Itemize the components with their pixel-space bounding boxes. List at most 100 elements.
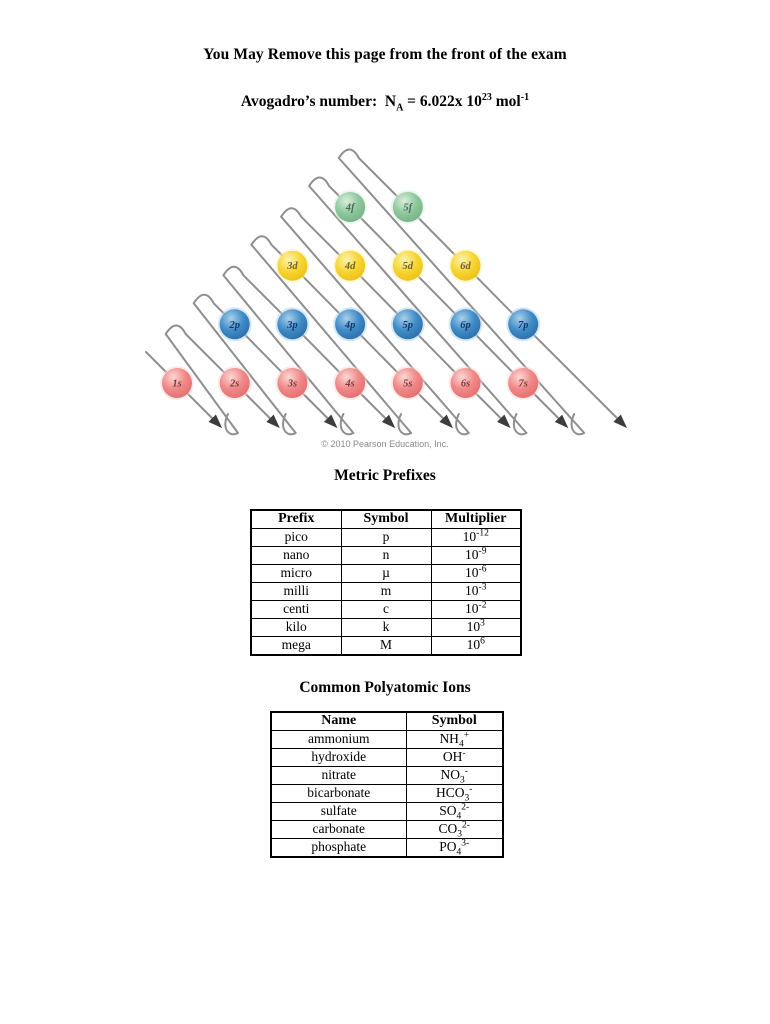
cell-ion-name: ammonium bbox=[270, 730, 407, 749]
orbital-ball bbox=[335, 250, 366, 281]
page-title: You May Remove this page from the front … bbox=[203, 46, 567, 63]
cell-ion-name: bicarbonate bbox=[270, 784, 407, 803]
cell-symbol: µ bbox=[340, 564, 432, 583]
column-header-name: Name bbox=[270, 711, 407, 731]
orbital-3d: 3d bbox=[275, 248, 310, 283]
orbital-label: 6s bbox=[461, 379, 470, 390]
orbital-ball bbox=[219, 368, 250, 398]
orbital-4s: 4s bbox=[333, 366, 368, 400]
orbital-3p: 3p bbox=[275, 307, 310, 342]
cell-ion-name: sulfate bbox=[270, 802, 407, 821]
orbital-ball bbox=[450, 309, 481, 340]
filling-order-arrow bbox=[222, 265, 396, 436]
orbital-label: 3s bbox=[287, 379, 297, 390]
cell-ion-name: carbonate bbox=[270, 820, 407, 839]
copyright-credit: © 2010 Pearson Education, Inc. bbox=[321, 439, 449, 449]
orbital-label: 6p bbox=[460, 320, 471, 331]
avogadro-number-line: Avogadro’s number: NA = 6.022x 1023 mol-… bbox=[240, 92, 530, 114]
orbital-ball bbox=[335, 368, 366, 398]
orbital-5f: 5f bbox=[390, 190, 425, 224]
cell-ion-name: hydroxide bbox=[270, 748, 407, 767]
orbital-label: 4d bbox=[344, 261, 356, 272]
orbital-label: 6d bbox=[460, 261, 471, 272]
orbital-4d: 4d bbox=[333, 248, 368, 283]
orbital-4p: 4p bbox=[333, 307, 368, 342]
cell-ion-symbol: PO43- bbox=[405, 838, 504, 858]
orbital-ball bbox=[277, 368, 308, 398]
orbital-ball bbox=[508, 309, 539, 340]
orbital-6s: 6s bbox=[448, 366, 483, 400]
filling-order-arrow bbox=[164, 324, 280, 436]
orbital-label: 3d bbox=[286, 261, 298, 272]
cell-ion-symbol: NO3- bbox=[405, 766, 504, 786]
cell-prefix: nano bbox=[250, 546, 342, 565]
orbital-3s: 3s bbox=[275, 366, 310, 400]
filling-order-arrow bbox=[192, 293, 338, 436]
cell-multiplier: 106 bbox=[430, 636, 522, 656]
orbital-5d: 5d bbox=[390, 248, 425, 283]
filling-order-arrow bbox=[280, 207, 511, 436]
orbital-1s: 1s bbox=[160, 366, 194, 400]
cell-ion-name: nitrate bbox=[270, 766, 407, 785]
column-header-prefix: Prefix bbox=[250, 509, 342, 529]
orbital-label: 7p bbox=[518, 320, 529, 331]
cell-symbol: n bbox=[340, 546, 432, 565]
cell-prefix: mega bbox=[250, 636, 342, 656]
orbital-ball bbox=[392, 368, 423, 398]
orbital-5p: 5p bbox=[390, 307, 425, 342]
orbital-label: 4p bbox=[344, 320, 356, 331]
cell-multiplier: 10-12 bbox=[430, 528, 522, 547]
cell-prefix: milli bbox=[250, 582, 342, 601]
orbital-ball bbox=[277, 309, 308, 340]
orbital-ball bbox=[392, 192, 423, 222]
cell-symbol: p bbox=[340, 528, 432, 547]
cell-multiplier: 10-3 bbox=[430, 582, 522, 601]
orbital-label: 7s bbox=[519, 379, 528, 390]
column-header-symbol: Symbol bbox=[340, 509, 432, 529]
orbital-ball bbox=[392, 250, 423, 281]
cell-ion-name: phosphate bbox=[270, 838, 407, 858]
cell-ion-symbol: NH4+ bbox=[405, 730, 504, 750]
orbital-label: 5s bbox=[403, 379, 412, 390]
polyatomic-ions-heading: Common Polyatomic Ions bbox=[299, 679, 471, 696]
orbital-label: 2s bbox=[229, 379, 239, 390]
orbital-ball bbox=[277, 250, 308, 281]
cell-prefix: pico bbox=[250, 528, 342, 547]
cell-multiplier: 10-9 bbox=[430, 546, 522, 565]
cell-ion-symbol: SO42- bbox=[405, 802, 504, 822]
metric-prefixes-heading: Metric Prefixes bbox=[334, 467, 436, 484]
orbital-7p: 7p bbox=[506, 307, 541, 342]
orbital-label: 5p bbox=[403, 320, 414, 331]
table-header-row: Name Symbol bbox=[270, 711, 504, 731]
orbital-2s: 2s bbox=[217, 366, 252, 400]
orbital-label: 4f bbox=[345, 203, 356, 214]
column-header-symbol: Symbol bbox=[405, 711, 504, 731]
orbital-ball bbox=[508, 368, 539, 398]
orbital-7s: 7s bbox=[506, 366, 541, 400]
orbital-ball bbox=[335, 309, 366, 340]
cell-symbol: m bbox=[340, 582, 432, 601]
orbital-4f: 4f bbox=[333, 190, 368, 224]
orbital-6d: 6d bbox=[448, 248, 483, 283]
cell-multiplier: 103 bbox=[430, 618, 522, 637]
orbital-ball bbox=[450, 250, 481, 281]
orbital-ball bbox=[219, 309, 250, 340]
orbital-label: 5f bbox=[403, 203, 413, 214]
filling-order-arrow bbox=[250, 235, 453, 436]
cell-symbol: k bbox=[340, 618, 432, 637]
cell-prefix: micro bbox=[250, 564, 342, 583]
